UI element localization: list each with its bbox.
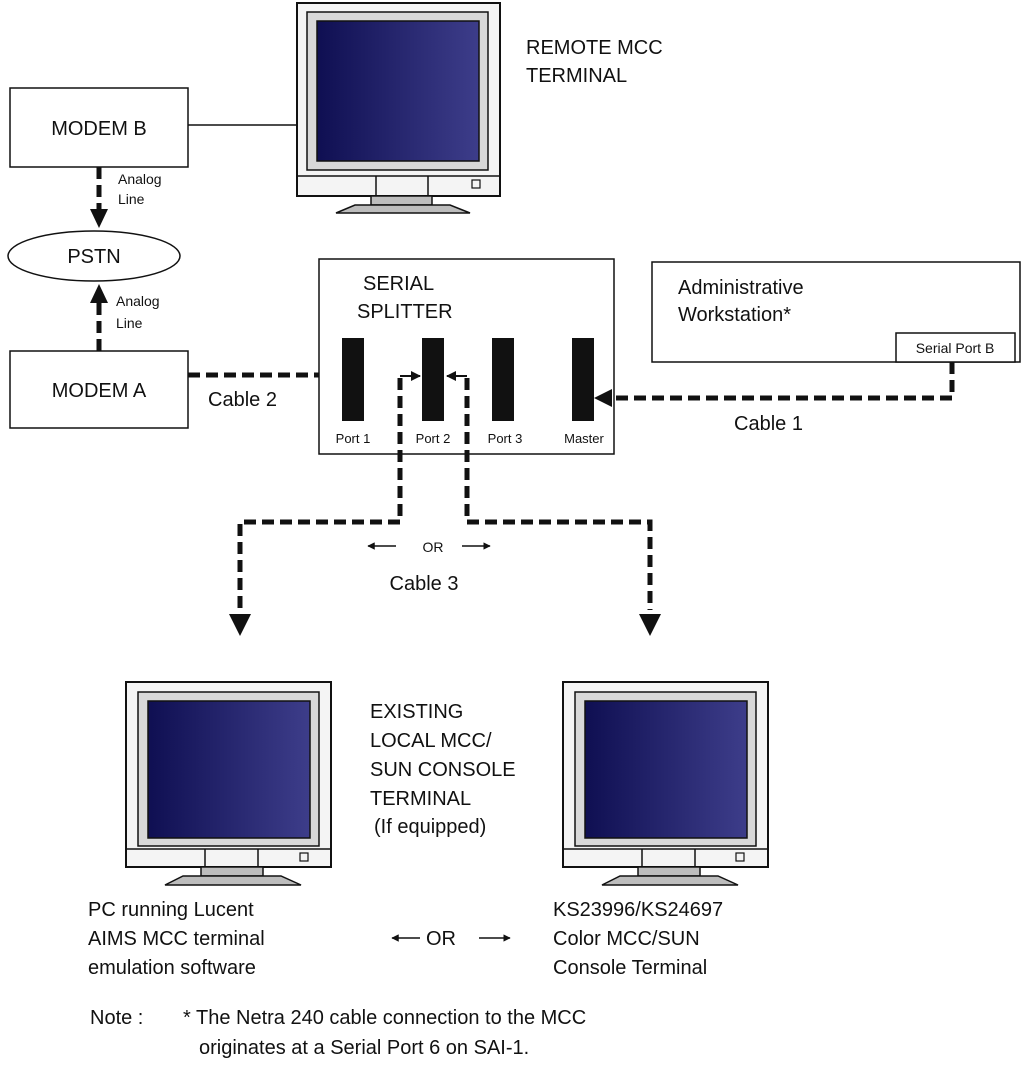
cable-1-connector <box>612 362 955 401</box>
serial-port-b-box <box>895 332 1016 363</box>
cable-2-label: Cable 2 <box>208 389 277 411</box>
note-prefix: Note : <box>90 1007 143 1029</box>
remote-terminal-label: REMOTE MCC TERMINAL <box>526 37 668 87</box>
port-1-connector <box>342 338 364 421</box>
remote-mcc-terminal-monitor-icon <box>296 2 501 214</box>
port-1-label: Port 1 <box>336 431 371 446</box>
arrow-left-icon <box>594 389 612 407</box>
cable-3-label: Cable 3 <box>390 573 459 595</box>
serial-port-b-label: Serial Port B <box>916 340 995 356</box>
cable-3-left-connector <box>237 378 403 610</box>
ks-console-monitor-icon <box>562 681 769 886</box>
port-3-label: Port 3 <box>488 431 523 446</box>
or-mid-label: OR <box>423 539 444 555</box>
analog-line-a-label: Analog Line <box>116 293 163 331</box>
arrow-up-icon <box>90 284 108 303</box>
pc-caption: PC running Lucent AIMS MCC terminal emul… <box>88 899 270 979</box>
arrow-down-icon <box>639 614 661 636</box>
modem-b-box: MODEM B <box>9 87 189 168</box>
cable-1-label: Cable 1 <box>734 413 803 435</box>
arrow-down-icon <box>90 209 108 228</box>
modem-b-label: MODEM B <box>51 118 147 140</box>
splitter-title: SERIAL SPLITTER <box>357 273 453 323</box>
existing-local-terminal-label: EXISTING LOCAL MCC/ SUN CONSOLE TERMINAL… <box>370 701 521 838</box>
master-port-connector <box>572 338 594 421</box>
arrow-down-icon <box>229 614 251 636</box>
cable-3-right-connector <box>464 378 653 610</box>
or-bottom-label: OR <box>426 928 456 950</box>
pstn-node: PSTN <box>7 230 181 282</box>
pstn-label: PSTN <box>67 246 120 268</box>
modem-a-box: MODEM A <box>9 350 189 429</box>
administrative-workstation-box: Administrative Workstation* Serial Port … <box>651 261 1021 363</box>
note-text: * The Netra 240 cable connection to the … <box>183 1007 592 1059</box>
ks-caption: KS23996/KS24697 Color MCC/SUN Console Te… <box>553 899 729 979</box>
port-3-connector <box>492 338 514 421</box>
port-2-connector <box>422 338 444 421</box>
pc-monitor-icon <box>125 681 332 886</box>
port-2-label: Port 2 <box>416 431 451 446</box>
admin-workstation-label: Administrative Workstation* <box>678 277 809 326</box>
master-port-label: Master <box>564 431 604 446</box>
analog-line-b-label: Analog Line <box>118 171 165 207</box>
modem-a-label: MODEM A <box>52 380 147 402</box>
